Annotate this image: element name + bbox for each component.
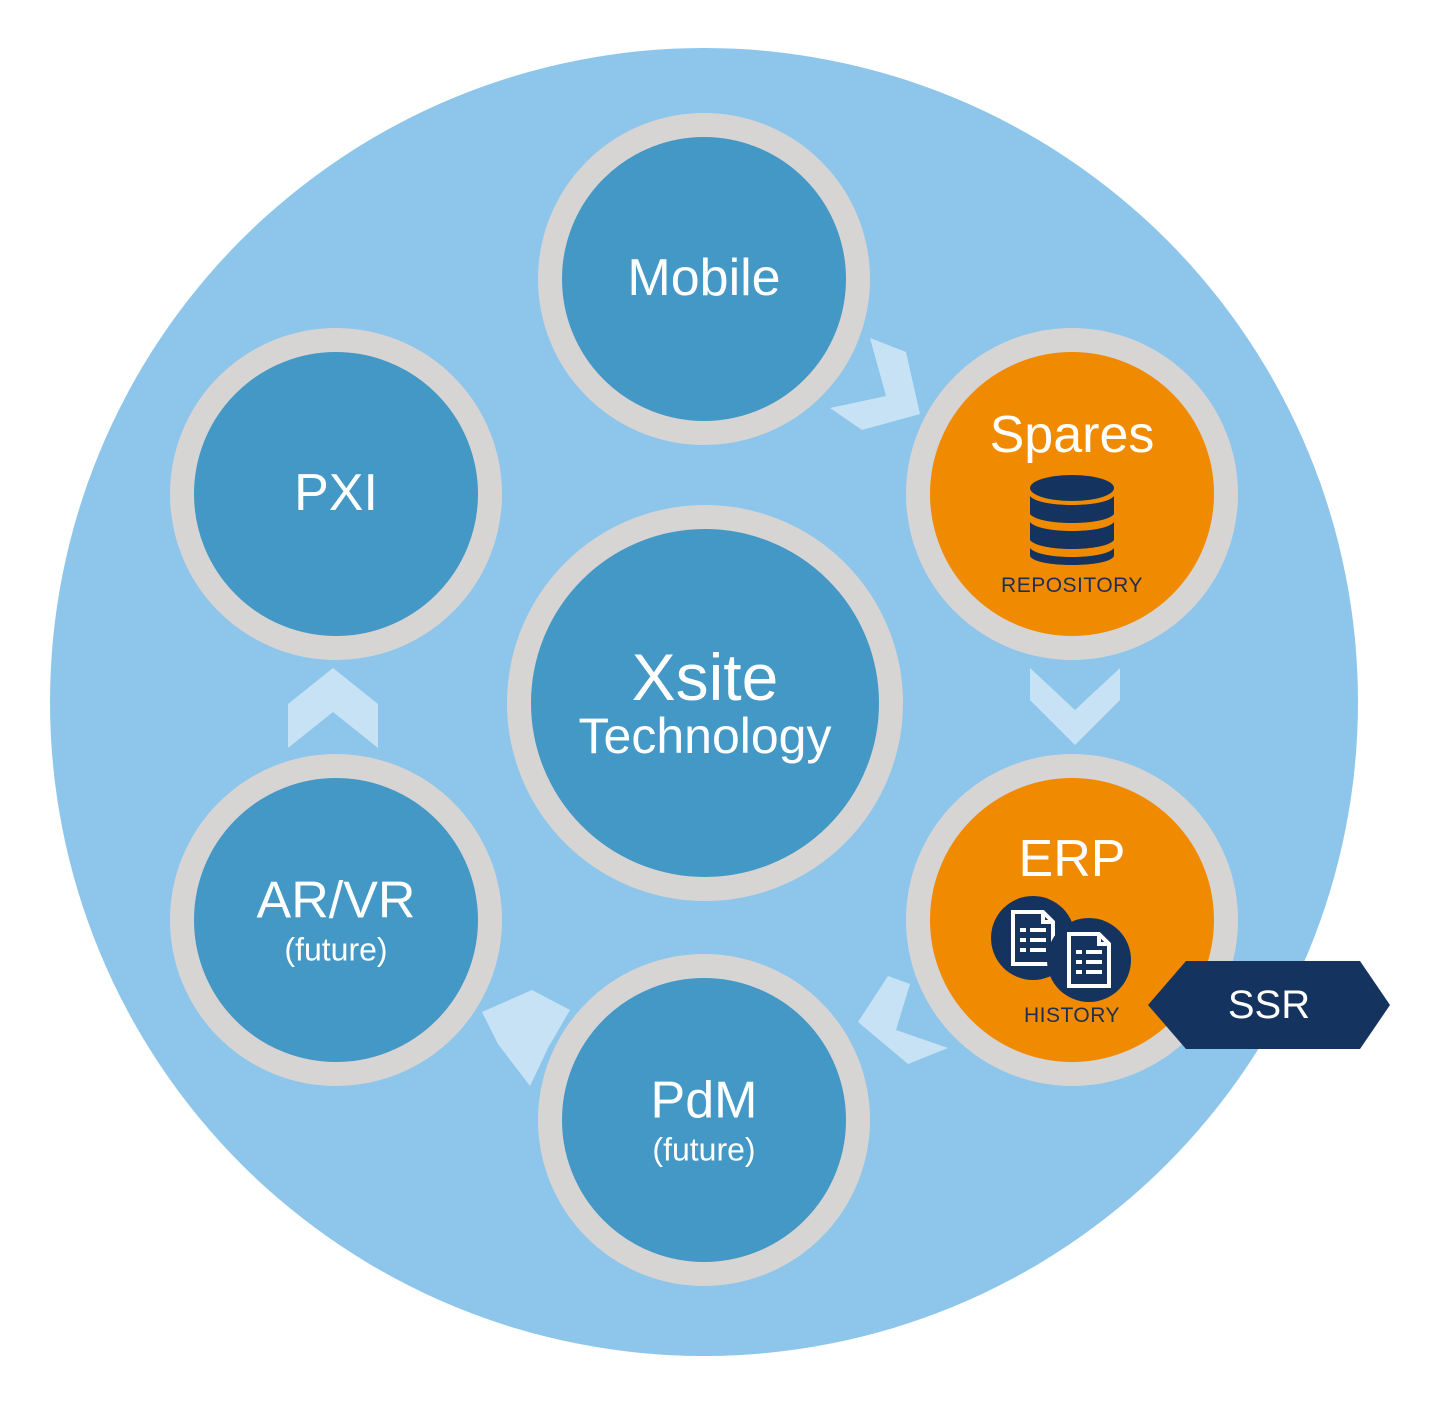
spares-label: Spares	[989, 406, 1155, 464]
center-node: Xsite Technology	[507, 505, 903, 901]
database-icon	[1030, 474, 1114, 565]
arrow-arvr-to-pxi	[288, 668, 378, 748]
arrow-spares-to-erp	[1030, 668, 1120, 745]
pdm-label: PdM	[650, 1071, 758, 1130]
center-subtitle: Technology	[578, 707, 832, 764]
arrow-erp-to-pdm	[858, 976, 948, 1064]
pdm-node: PdM (future)	[538, 954, 870, 1286]
ssr-tag-shape	[1148, 961, 1390, 1049]
pxi-label: PXI	[294, 464, 378, 523]
arvr-label: AR/VR	[256, 871, 416, 930]
erp-label: ERP	[1018, 830, 1126, 888]
pxi-node: PXI	[170, 328, 502, 660]
mobile-node: Mobile	[538, 113, 870, 445]
spares-caption: REPOSITORY	[1001, 573, 1143, 597]
arvr-note: (future)	[284, 931, 388, 968]
arrow-mobile-to-spares	[830, 338, 920, 430]
spares-node: Spares REPOSITORY	[906, 328, 1238, 660]
ssr-tag-label: SSR	[1227, 983, 1311, 1027]
mobile-label: Mobile	[627, 249, 781, 308]
erp-caption: HISTORY	[1023, 1003, 1121, 1027]
center-title: Xsite	[631, 639, 779, 714]
arvr-node: AR/VR (future)	[170, 754, 502, 1086]
documents-icon	[991, 895, 1131, 1002]
arrow-pdm-to-arvr	[482, 990, 570, 1086]
pdm-note: (future)	[652, 1131, 756, 1168]
